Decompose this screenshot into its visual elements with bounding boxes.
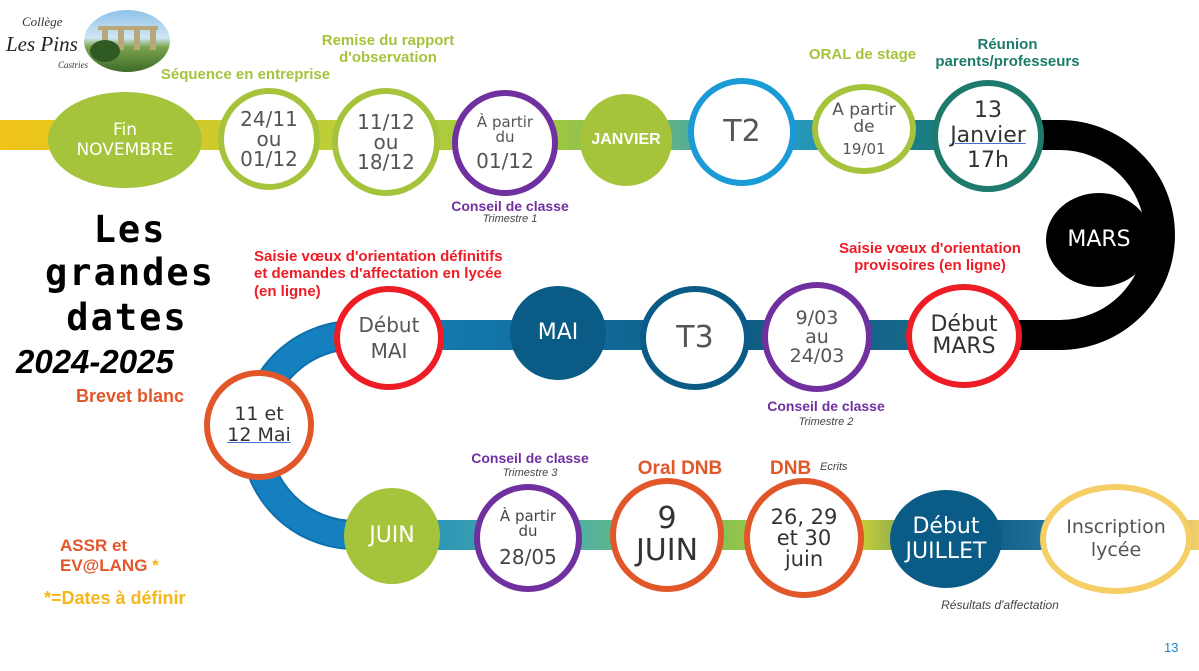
node-t2: T2	[688, 78, 796, 186]
college-logo: Collège Les Pins Castries	[2, 4, 172, 76]
node-janvier: JANVIER	[580, 94, 672, 186]
logo-line1: Collège	[22, 14, 63, 29]
node-t3: T3	[640, 286, 750, 390]
title-line1: Les grandes	[45, 208, 215, 294]
label-sequence-entreprise: Séquence en entreprise	[160, 66, 331, 83]
label-conseil-classe-t2: Conseil de classe	[767, 398, 885, 414]
label-conseil-classe-t3: Conseil de classe	[471, 450, 589, 466]
logo-line3: Castries	[58, 60, 89, 70]
label-trimestre-1: Trimestre 1	[482, 213, 538, 225]
label-dates-a-definir: *=Dates à définir	[44, 588, 186, 608]
label-assr-evlang: ASSR et EV@LANG *	[60, 536, 159, 575]
label-resultats-affectation: Résultats d'affectation	[941, 598, 1059, 612]
node-juin: JUIN	[344, 488, 440, 584]
label-oral-stage: ORAL de stage	[808, 46, 917, 63]
label-conseil-classe-t1: Conseil de classe	[451, 198, 569, 214]
label-trimestre-2: Trimestre 2	[798, 416, 854, 428]
page-title: Les grandes dates 2024-2025	[0, 208, 260, 381]
logo-photo	[84, 10, 170, 72]
label-brevet-blanc: Brevet blanc	[75, 386, 185, 406]
logo-line2: Les Pins	[6, 32, 78, 56]
title-year: 2024-2025	[16, 343, 174, 380]
label-ecrits: Ecrits	[820, 461, 848, 473]
page-number: 13	[1164, 640, 1179, 655]
label-dnb: DNB	[770, 458, 812, 479]
title-line2: dates	[66, 296, 188, 339]
node-mai: MAI	[510, 286, 606, 380]
label-trimestre-3: Trimestre 3	[502, 467, 558, 479]
node-mars: MARS	[1046, 193, 1152, 287]
label-oral-dnb: Oral DNB	[637, 458, 723, 479]
